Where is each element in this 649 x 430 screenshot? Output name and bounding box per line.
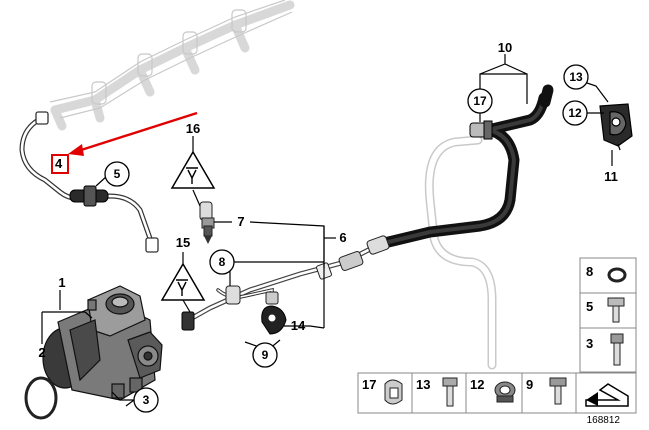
legend-3-label: 3 — [586, 336, 593, 351]
warning-triangle-15 — [160, 262, 206, 301]
svg-text:9: 9 — [262, 348, 269, 362]
legend-9-label: 9 — [526, 377, 533, 392]
svg-text:5: 5 — [114, 167, 121, 181]
callout-9[interactable]: 9 — [252, 342, 278, 368]
label-10[interactable]: 10 — [498, 40, 512, 55]
svg-text:8: 8 — [219, 255, 226, 269]
label-6[interactable]: 6 — [339, 230, 346, 245]
callout-5[interactable]: 5 — [104, 161, 130, 187]
callout-8[interactable]: 8 — [209, 249, 235, 275]
bolt-icon — [607, 297, 625, 323]
return-line-ghost — [424, 135, 497, 370]
pressure-sensor — [199, 201, 215, 244]
callout-12[interactable]: 12 — [562, 100, 588, 126]
legend-13-label: 13 — [416, 377, 430, 392]
label-11[interactable]: 11 — [604, 169, 618, 184]
diagram-number: 168812 — [587, 415, 621, 425]
callout-17[interactable]: 17 — [467, 88, 493, 114]
label-1[interactable]: 1 — [58, 275, 65, 290]
direction-arrow-icon — [580, 376, 632, 410]
svg-text:17: 17 — [473, 94, 487, 108]
svg-text:12: 12 — [568, 106, 582, 120]
legend-8-label: 8 — [586, 264, 593, 279]
fuel-hose — [374, 84, 554, 250]
socket-bolt-icon — [610, 333, 624, 366]
label-14[interactable]: 14 — [291, 318, 306, 333]
high-pressure-pump — [42, 285, 163, 401]
callout-3[interactable]: 3 — [133, 387, 159, 413]
clamp-icon — [384, 379, 403, 405]
svg-text:3: 3 — [143, 393, 150, 407]
callout-13[interactable]: 13 — [563, 64, 589, 90]
clip-bracket — [599, 103, 633, 151]
label-2[interactable]: 2 — [38, 345, 45, 360]
label-7[interactable]: 7 — [237, 214, 244, 229]
svg-text:13: 13 — [569, 70, 583, 84]
fuel-rail-ghost-detail — [49, 0, 293, 119]
fuel-rail-ghost — [50, 0, 295, 131]
highlight-arrow — [51, 111, 198, 174]
label-4[interactable]: 4 — [55, 156, 63, 171]
o-ring-icon — [607, 267, 627, 283]
bolt-icon — [442, 377, 458, 407]
legend-17-label: 17 — [362, 377, 376, 392]
warning-triangle-16 — [170, 150, 216, 189]
parts-legend-bottom: 17 13 12 9 — [357, 372, 637, 414]
parts-legend-right: 8 5 3 — [579, 257, 637, 373]
legend-12-label: 12 — [470, 377, 484, 392]
feed-line — [181, 235, 390, 331]
hose-clip-icon — [494, 381, 516, 403]
legend-5-label: 5 — [586, 299, 593, 314]
o-ring — [24, 376, 58, 420]
label-16[interactable]: 16 — [186, 121, 200, 136]
bracket — [261, 305, 287, 335]
label-15[interactable]: 15 — [176, 235, 190, 250]
flange-nut-icon — [549, 377, 567, 405]
high-pressure-line — [19, 111, 159, 253]
